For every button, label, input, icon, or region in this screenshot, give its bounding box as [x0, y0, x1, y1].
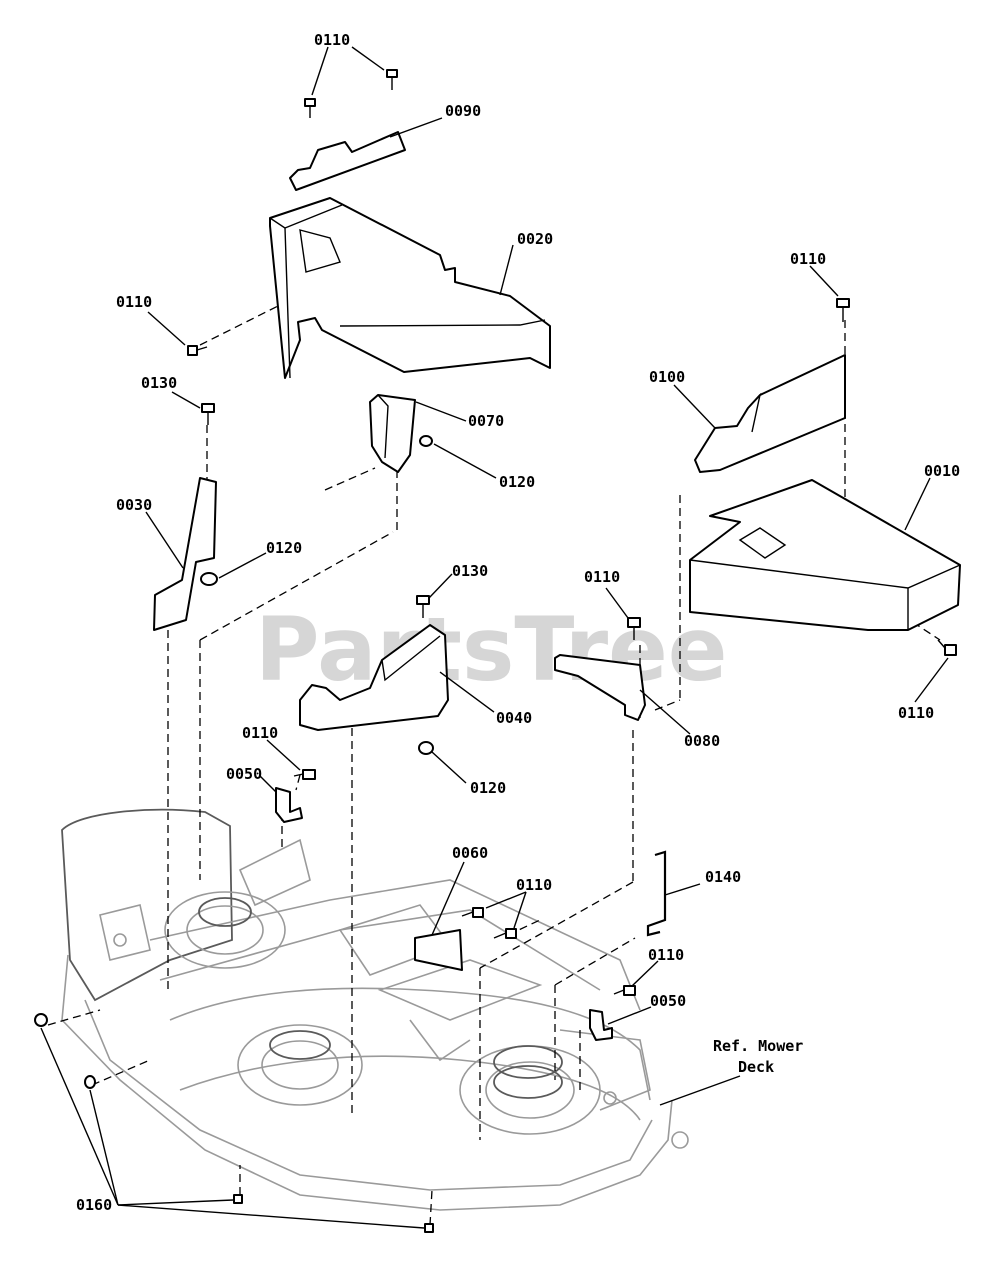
callout-0120-mid: 0120 — [499, 473, 535, 491]
part-0010-shield — [689, 479, 961, 631]
bolt-0110-0050 — [293, 769, 316, 780]
nut-0160-b — [84, 1075, 96, 1089]
callout-0090: 0090 — [445, 102, 481, 120]
callout-0110-top: 0110 — [314, 31, 350, 49]
callout-0110-mid: 0110 — [584, 568, 620, 586]
bolt-0110-left — [187, 345, 208, 356]
ref-label-line1: Ref. Mower — [713, 1037, 803, 1055]
bolt-0110-right-bot — [937, 639, 957, 656]
callout-0080: 0080 — [684, 732, 720, 750]
callout-0110-0060: 0110 — [516, 876, 552, 894]
callout-0010: 0010 — [924, 462, 960, 480]
callout-0040: 0040 — [496, 709, 532, 727]
callout-0130-mid: 0130 — [452, 562, 488, 580]
callout-0110-left: 0110 — [116, 293, 152, 311]
part-0060-plate — [414, 929, 463, 971]
bolts — [34, 69, 957, 1233]
callout-0110-right-top: 0110 — [790, 250, 826, 268]
callout-0100: 0100 — [649, 368, 685, 386]
callout-0020: 0020 — [517, 230, 553, 248]
callout-0120-low: 0120 — [470, 779, 506, 797]
part-0100-plate — [694, 354, 846, 473]
part-0040-shield — [299, 624, 449, 731]
callout-0130-left: 0130 — [141, 374, 177, 392]
part-0120-nut-low — [418, 741, 434, 755]
callout-0110-0050: 0110 — [242, 724, 278, 742]
callout-0030: 0030 — [116, 496, 152, 514]
bolt-0110-top-b — [386, 69, 398, 90]
nut-0160-d — [424, 1223, 434, 1233]
callout-0050-left: 0050 — [226, 765, 262, 783]
part-0080-bracket — [554, 654, 646, 721]
bolt-0110-0060-b — [493, 928, 517, 939]
part-0020-shield — [269, 197, 551, 379]
watermark: PartsTree — [255, 598, 727, 701]
callout-0140: 0140 — [705, 868, 741, 886]
callout-0120-left: 0120 — [266, 539, 302, 557]
assembly-lines — [47, 304, 941, 1226]
leader-lines — [40, 46, 949, 1229]
part-0090-cover — [289, 131, 406, 191]
callout-0110-lower-right: 0110 — [648, 946, 684, 964]
bolt-0110-lower-right — [613, 985, 636, 996]
bolt-0110-0060-a — [461, 907, 484, 918]
callout-0060: 0060 — [452, 844, 488, 862]
bolt-0110-right-top — [836, 298, 850, 322]
part-0050-bracket-left — [275, 787, 303, 823]
nut-0160-a — [34, 1013, 48, 1027]
bolt-0130-left — [201, 403, 215, 425]
part-0140-rod — [646, 850, 667, 937]
bolt-0130-mid — [416, 595, 430, 618]
part-0120-nut-mid — [419, 435, 433, 447]
nut-0160-c — [233, 1194, 243, 1204]
ref-label-line2: Deck — [738, 1058, 774, 1076]
part-0070-bracket — [369, 394, 416, 473]
bolt-0110-mid — [627, 617, 641, 640]
callout-0050-right: 0050 — [650, 992, 686, 1010]
callout-0160: 0160 — [76, 1196, 112, 1214]
part-0120-nut-left — [200, 572, 218, 586]
part-0050-bracket-right — [589, 1009, 613, 1041]
bolt-0110-top-a — [304, 98, 316, 118]
callout-0110-right-bot: 0110 — [898, 704, 934, 722]
callout-0070: 0070 — [468, 412, 504, 430]
callout-labels: 0110 0090 0020 0110 0130 0070 0120 0030 … — [76, 31, 960, 1214]
part-0030-bracket — [153, 477, 217, 631]
